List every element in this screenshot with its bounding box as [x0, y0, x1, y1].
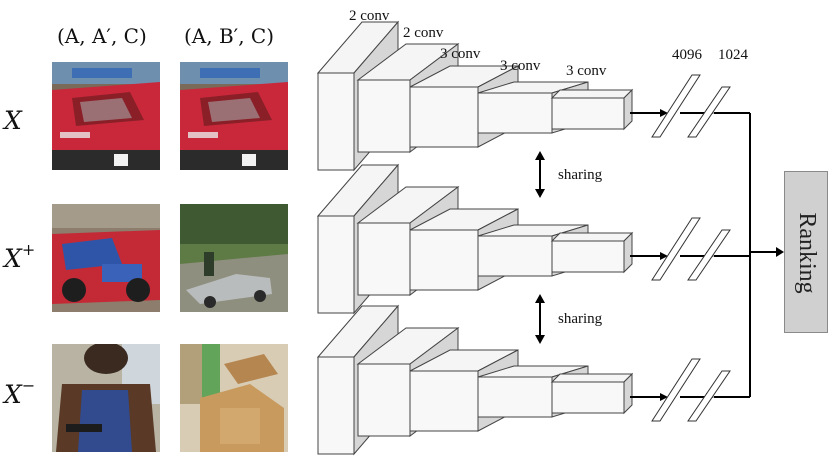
layer-label-5: 3 conv: [566, 63, 606, 80]
conv-block-3-3-front: [410, 371, 478, 431]
conv-block-3-4-front: [478, 377, 552, 417]
sharing-arrow-1-head-bottom: [535, 189, 545, 198]
fc-bar-4096-3: [652, 359, 700, 421]
sharing-arrow-2-head-top: [535, 294, 545, 303]
sharing-arrow-2-head-bottom: [535, 335, 545, 344]
conv-block-2-2-front: [358, 223, 410, 295]
ranking-arrowhead: [776, 247, 784, 257]
layer-label-3: 3 conv: [440, 46, 480, 63]
sharing-label-1: sharing: [558, 167, 602, 184]
conv-block-2-5-front: [552, 241, 624, 272]
sharing-arrow-1-head-top: [535, 151, 545, 160]
fc-label-1024: 1024: [718, 47, 748, 64]
fc-bar-4096-1: [652, 75, 700, 137]
conv-block-1-1-front: [318, 73, 354, 170]
layer-label-4: 3 conv: [500, 58, 540, 75]
conv-block-3-1-front: [318, 357, 354, 454]
conv-block-1-5-front: [552, 98, 624, 129]
conv-block-1-5-top: [552, 90, 632, 98]
ranking-box: Ranking: [784, 171, 828, 333]
conv-block-3-2-front: [358, 364, 410, 436]
conv-block-2-5-top: [552, 233, 632, 241]
conv-block-3-5-front: [552, 382, 624, 413]
conv-block-1-2-front: [358, 80, 410, 152]
sharing-label-2: sharing: [558, 311, 602, 328]
conv-block-1-4-front: [478, 93, 552, 133]
layer-label-1: 2 conv: [349, 8, 389, 25]
conv-block-3-5-top: [552, 374, 632, 382]
conv-block-2-4-front: [478, 236, 552, 276]
conv-block-2-1-front: [318, 216, 354, 313]
fc-bar-4096-2: [652, 218, 700, 280]
ranking-label: Ranking: [785, 172, 829, 334]
conv-block-2-3-front: [410, 230, 478, 290]
layer-label-2: 2 conv: [403, 25, 443, 42]
conv-block-1-3-front: [410, 87, 478, 147]
fc-label-4096: 4096: [672, 47, 702, 64]
